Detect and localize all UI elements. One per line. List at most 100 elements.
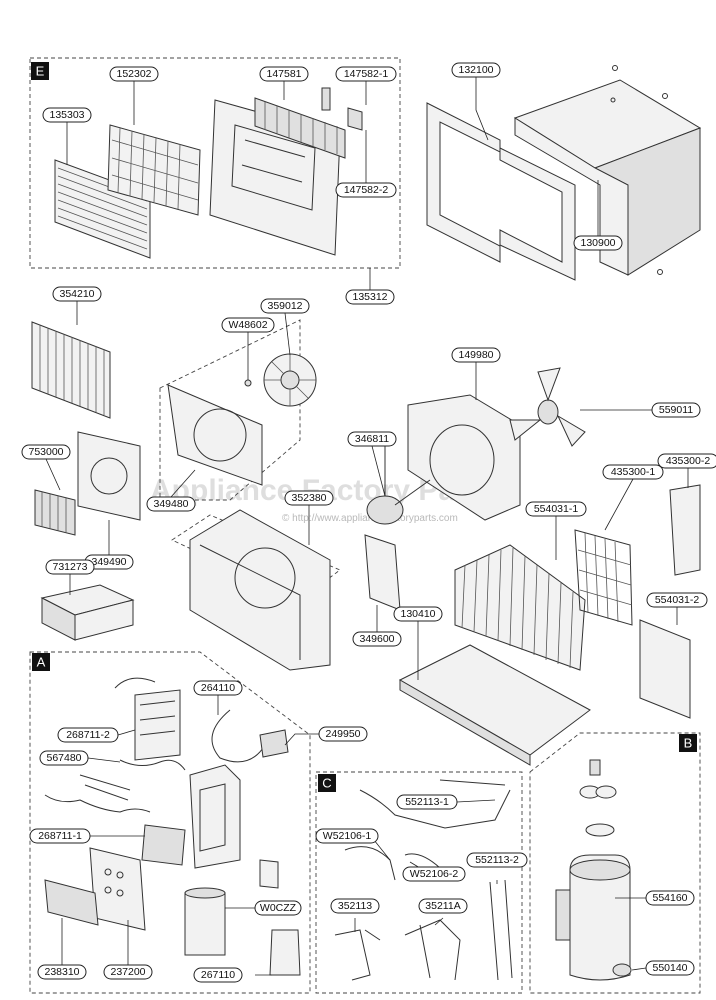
part-label-135312[interactable]: 135312 [345,289,395,305]
svg-text:753000: 753000 [28,446,63,458]
capacitor-drawing [184,887,226,956]
part-label-554160[interactable]: 554160 [645,890,695,906]
part-label-264110[interactable]: 264110 [193,680,243,696]
part-label-552113-1[interactable]: 552113-1 [396,794,458,810]
part-label-149980[interactable]: 149980 [451,347,501,363]
part-label-w52106-2[interactable]: W52106-2 [402,866,466,882]
part-label-554031-2[interactable]: 554031-2 [646,592,708,608]
part-label-352113[interactable]: 352113 [330,898,380,914]
part-label-435300-1[interactable]: 435300-1 [602,464,664,480]
svg-text:130410: 130410 [400,608,435,620]
svg-text:147582-1: 147582-1 [344,68,389,80]
svg-text:552113-1: 552113-1 [405,796,449,808]
part-label-w0czz[interactable]: W0CZZ [254,900,302,916]
wire-lead-drawing [114,677,156,689]
svg-text:W48602: W48602 [228,319,267,331]
section-badge-e: E [31,62,49,80]
coil-plate-drawing [639,619,691,719]
svg-text:W0CZZ: W0CZZ [260,902,297,914]
section-badge-c: C [318,774,336,792]
wire-guard-drawing [574,529,633,626]
part-label-552113-2[interactable]: 552113-2 [466,852,528,868]
part-label-152302[interactable]: 152302 [109,66,159,82]
svg-text:349480: 349480 [153,498,188,510]
svg-text:359012: 359012 [267,300,302,312]
bracket-plate-drawing [77,431,141,521]
part-label-349480[interactable]: 349480 [146,496,196,512]
part-label-550140[interactable]: 550140 [645,960,695,976]
part-label-753000[interactable]: 753000 [21,444,71,460]
part-label-349490[interactable]: 349490 [84,554,134,570]
part-label-w52106-1[interactable]: W52106-1 [315,828,379,844]
part-label-132100[interactable]: 132100 [451,62,501,78]
svg-text:346811: 346811 [355,433,389,445]
section-badge-a: A [32,653,50,671]
part-label-354210[interactable]: 354210 [52,286,102,302]
fan-blade-drawing [509,367,586,447]
part-label-349600[interactable]: 349600 [352,631,402,647]
part-label-w48602[interactable]: W48602 [221,317,275,333]
part-label-35211a[interactable]: 35211A [418,898,468,914]
part-label-238310[interactable]: 238310 [37,964,87,980]
svg-text:349600: 349600 [359,633,394,645]
clip-drawing-3 [259,859,279,889]
svg-text:35211A: 35211A [425,900,460,912]
part-label-268711-1[interactable]: 268711-1 [29,828,91,844]
part-label-346811[interactable]: 346811 [347,431,397,447]
part-label-554031-1[interactable]: 554031-1 [525,501,587,517]
svg-text:C: C [322,776,331,791]
svg-text:A: A [37,655,46,670]
part-label-559011[interactable]: 559011 [651,402,701,418]
part-label-147581[interactable]: 147581 [259,66,309,82]
svg-text:147582-2: 147582-2 [344,184,389,196]
part-label-267110[interactable]: 267110 [193,967,243,983]
svg-text:W52106-1: W52106-1 [323,830,372,842]
part-label-147582-1[interactable]: 147582-1 [335,66,397,82]
part-label-237200[interactable]: 237200 [103,964,153,980]
group-outline-fan [159,319,301,501]
harness-drawing [44,759,186,813]
svg-text:237200: 237200 [110,966,145,978]
control-housing-drawing [189,764,241,869]
svg-text:E: E [36,64,45,79]
svg-text:550140: 550140 [652,962,687,974]
group-outline-c [315,771,523,994]
svg-text:267110: 267110 [201,969,235,981]
svg-text:268711-1: 268711-1 [38,830,82,842]
part-label-731273[interactable]: 731273 [45,559,95,575]
power-cord-drawing [211,709,289,763]
washer-drawing [244,379,252,387]
svg-text:B: B [684,736,693,751]
svg-text:352380: 352380 [291,492,326,504]
part-label-352380[interactable]: 352380 [284,490,334,506]
part-label-268711-2[interactable]: 268711-2 [57,727,119,743]
svg-text:554031-2: 554031-2 [655,594,700,606]
part-label-249950[interactable]: 249950 [318,726,368,742]
fan-motor-drawing [366,445,431,525]
svg-text:W52106-2: W52106-2 [410,868,459,880]
compressor-drawing [555,759,632,981]
fan-shroud-drawing [167,384,263,486]
part-label-147582-2[interactable]: 147582-2 [335,182,397,198]
svg-text:238310: 238310 [44,966,79,978]
condenser-coil-drawing [31,321,111,419]
svg-text:554031-1: 554031-1 [534,503,579,515]
condenser-shroud-drawing [407,394,521,521]
part-label-359012[interactable]: 359012 [260,298,310,314]
part-label-135303[interactable]: 135303 [42,107,92,123]
part-label-435300-2[interactable]: 435300-2 [657,453,716,469]
group-outline-a [29,651,311,994]
part-label-130900[interactable]: 130900 [573,235,623,251]
part-label-567480[interactable]: 567480 [39,750,89,766]
svg-text:349490: 349490 [91,556,126,568]
blower-wheel-drawing [263,353,317,407]
louver-drawing [254,97,346,159]
watermark-url: © http://www.appliancefactoryparts.com [282,513,458,524]
motor-bracket-drawing [364,534,401,611]
part-label-130410[interactable]: 130410 [393,606,443,622]
evaporator-coil-drawing [454,544,586,671]
svg-text:552113-2: 552113-2 [475,854,519,866]
svg-text:268711-2: 268711-2 [66,729,110,741]
leader-lines [45,77,689,976]
